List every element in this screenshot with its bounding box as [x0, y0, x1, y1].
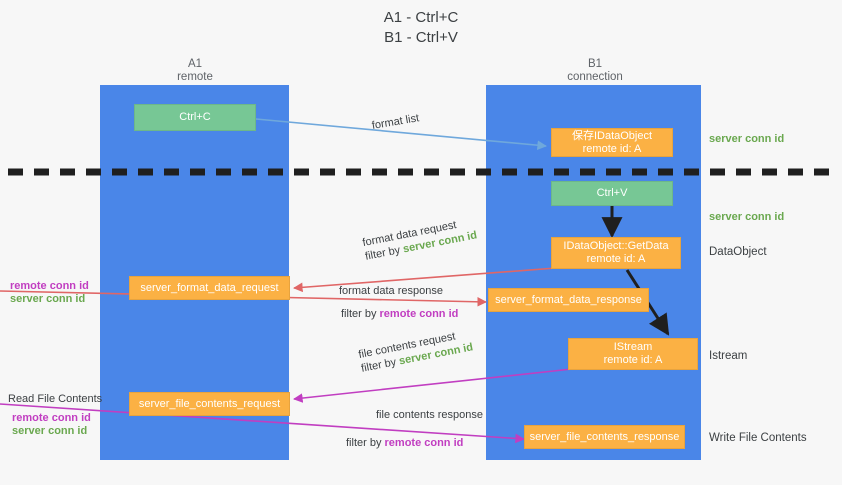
node-server-format-data-request-label: server_format_data_request	[140, 281, 279, 294]
node-new-idataobject-line2: remote id: A	[582, 142, 642, 155]
node-idataobject-getdata-line2: remote id: A	[586, 253, 646, 265]
right-label-server-conn-id-top: server conn id	[709, 133, 785, 145]
arrow-format-data-request	[293, 267, 557, 293]
node-idataobject-getdata-line1: IDataObject::GetData	[563, 240, 669, 252]
node-istream[interactable]: IStream remote id: A	[568, 338, 698, 370]
node-server-format-data-request[interactable]: server_format_data_request	[129, 276, 290, 300]
title-line-2: B1 - Ctrl+V	[384, 29, 458, 46]
node-server-file-contents-request[interactable]: server_file_contents_request	[129, 392, 290, 416]
page-title: A1 - Ctrl+C B1 - Ctrl+V	[0, 8, 842, 48]
node-ctrl-v[interactable]: Ctrl+V	[551, 181, 673, 206]
node-server-file-contents-request-label: server_file_contents_request	[138, 397, 281, 410]
title-line-1: A1 - Ctrl+C	[383, 9, 459, 26]
column-header-b1: B1 connection	[520, 58, 670, 84]
node-new-idataobject[interactable]: 保存IDataObject remote id: A	[551, 128, 673, 157]
node-istream-line1: IStream	[613, 341, 653, 353]
left-label-server-conn-id-1: server conn id	[10, 293, 86, 305]
arrow-file-contents-request	[293, 368, 573, 403]
node-server-file-contents-response[interactable]: server_file_contents_response	[524, 425, 685, 449]
node-idataobject-getdata[interactable]: IDataObject::GetData remote id: A	[551, 237, 681, 269]
edge-format-data-response-line1: format data response	[339, 285, 443, 297]
left-label-server-conn-id-2: server conn id	[12, 425, 88, 437]
node-ctrl-c[interactable]: Ctrl+C	[134, 104, 256, 131]
node-server-format-data-response-label: server_format_data_response	[495, 293, 642, 306]
edge-file-contents-response-filter-value: remote conn id	[384, 437, 464, 449]
node-istream-line2: remote id: A	[603, 354, 663, 366]
node-server-format-data-response[interactable]: server_format_data_response	[488, 288, 649, 312]
edge-file-contents-response-line1: file contents response	[376, 409, 484, 421]
left-label-read-file-contents: Read File Contents	[8, 393, 103, 405]
right-label-dataobject: DataObject	[709, 246, 767, 258]
edge-label-file-contents-response: file contents response filter by remote …	[346, 408, 483, 450]
right-label-server-conn-id-mid: server conn id	[709, 211, 785, 223]
edge-format-data-response-filter-value: remote conn id	[379, 308, 459, 320]
arrow-format-list	[255, 118, 547, 150]
edge-label-format-data-response: format data response filter by remote co…	[339, 284, 458, 321]
edge-format-data-response-line2: filter by remote conn id	[341, 307, 458, 321]
right-label-istream: Istream	[709, 350, 748, 362]
node-ctrl-v-label: Ctrl+V	[596, 187, 628, 199]
column-b1-name: B1	[587, 58, 603, 70]
node-ctrl-c-label: Ctrl+C	[179, 111, 211, 123]
column-header-a1: A1 remote	[120, 58, 270, 84]
edge-format-data-response-filter-prefix: filter by	[341, 308, 380, 320]
left-label-remote-conn-id-1: remote conn id	[10, 280, 89, 292]
right-label-write-file-contents: Write File Contents	[709, 432, 807, 444]
column-b1-sub: connection	[567, 71, 623, 83]
left-label-remote-conn-id-2: remote conn id	[12, 412, 91, 424]
column-a1-name: A1	[187, 58, 203, 70]
edge-file-contents-response-line2: filter by remote conn id	[346, 436, 483, 450]
node-server-file-contents-response-label: server_file_contents_response	[529, 430, 680, 443]
edge-file-contents-response-filter-prefix: filter by	[346, 437, 385, 449]
node-new-idataobject-line1: 保存IDataObject	[571, 129, 653, 142]
column-a1-sub: remote	[177, 71, 213, 83]
arrow-file-contents-response	[0, 403, 525, 444]
